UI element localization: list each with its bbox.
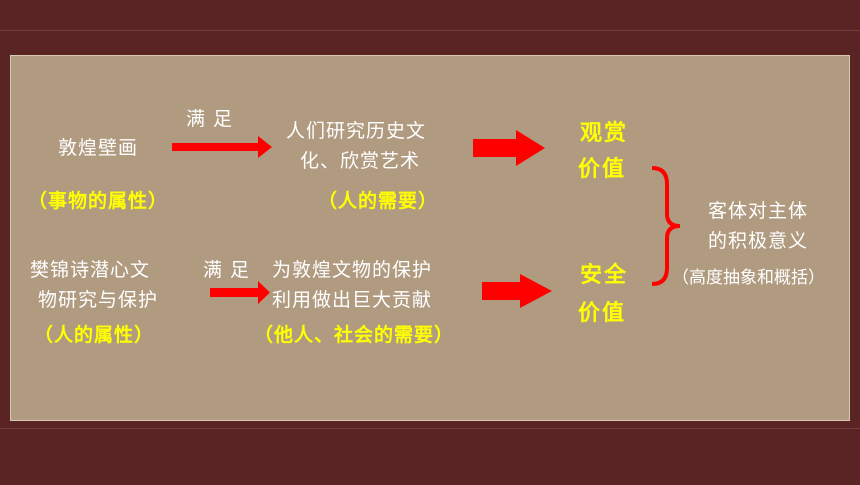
bottom-source-line2: 物研究与保护 xyxy=(38,289,159,311)
top-source-attr: （事物的属性） xyxy=(28,190,169,212)
bottom-value-line2: 价值 xyxy=(578,300,627,326)
conclusion-note: （高度抽象和概括） xyxy=(672,268,825,288)
diagram-panel xyxy=(10,55,850,421)
top-bar xyxy=(0,0,860,31)
top-value-line1: 观赏 xyxy=(580,120,629,146)
bottom-need-line1: 为敦煌文物的保护 xyxy=(272,259,433,281)
bottom-verb: 满 足 xyxy=(203,259,251,281)
bottom-source-line1: 樊锦诗潜心文 xyxy=(30,259,151,281)
top-need-line1: 人们研究历史文 xyxy=(286,120,427,142)
bottom-source-attr: （人的属性） xyxy=(34,324,155,346)
bottom-small-arrow xyxy=(210,281,270,304)
top-source: 敦煌壁画 xyxy=(58,137,139,159)
bottom-value-line1: 安全 xyxy=(580,262,629,288)
conclusion-line2: 的积极意义 xyxy=(708,230,809,252)
bottom-need-attr: （他人、社会的需要） xyxy=(254,324,455,346)
top-value-line2: 价值 xyxy=(578,156,627,182)
top-big-arrow xyxy=(473,130,545,166)
top-verb: 满 足 xyxy=(186,108,234,130)
top-small-arrow xyxy=(172,136,272,158)
top-need-line2: 化、欣赏艺术 xyxy=(300,150,421,172)
bottom-big-arrow xyxy=(482,274,552,308)
brace xyxy=(651,166,681,286)
bottom-need-line2: 利用做出巨大贡献 xyxy=(272,289,433,311)
conclusion-line1: 客体对主体 xyxy=(708,200,809,222)
bottom-bar xyxy=(0,428,860,485)
top-need-attr: （人的需要） xyxy=(318,190,439,212)
